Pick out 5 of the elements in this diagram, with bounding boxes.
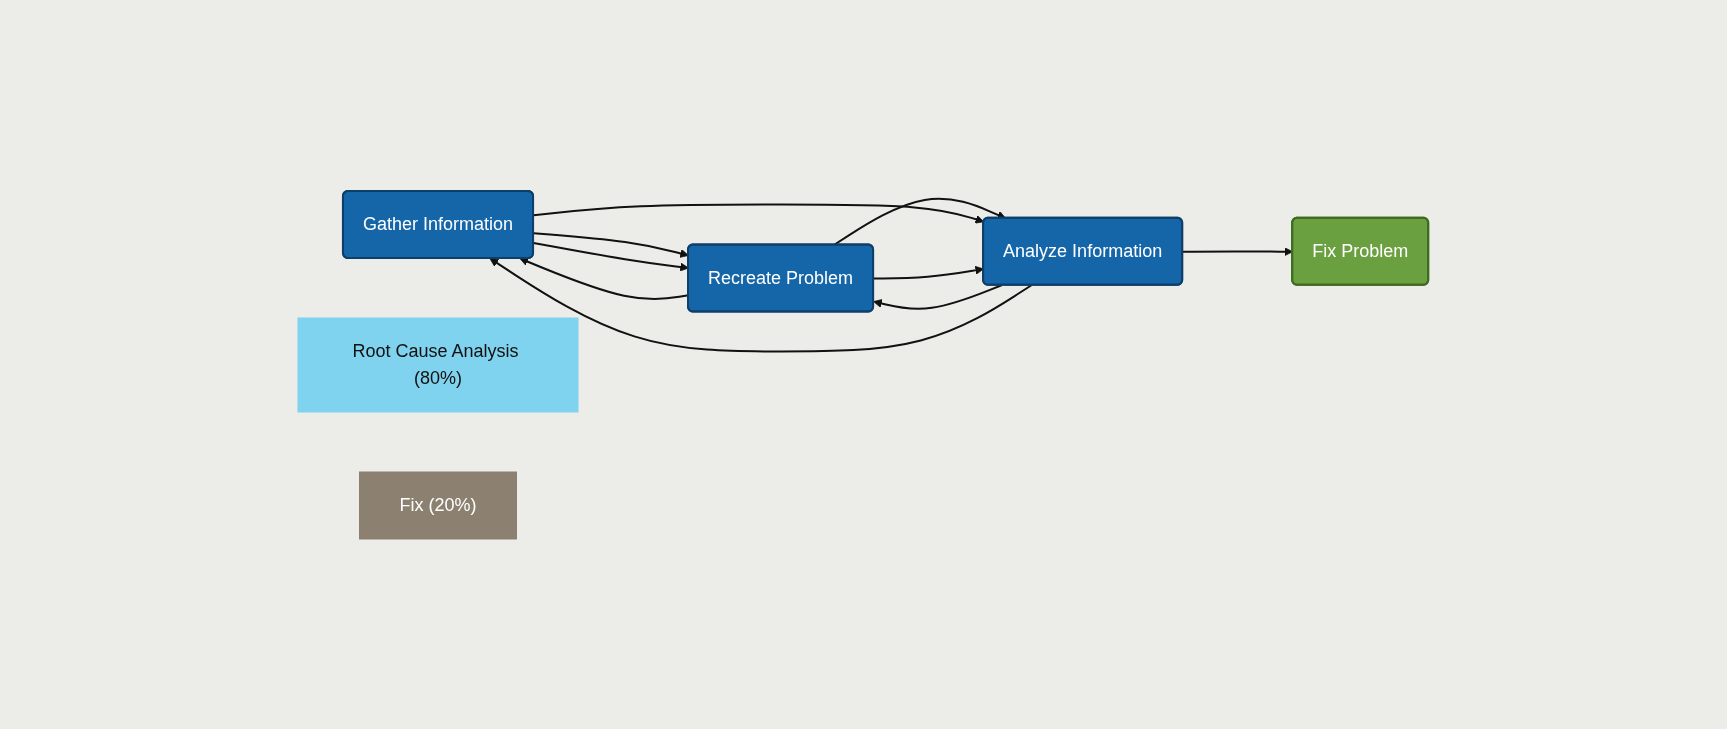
node-box: Fix (20%)	[359, 471, 518, 539]
arrow	[873, 283, 1003, 310]
arrow	[833, 197, 1007, 246]
arrow	[489, 257, 1033, 352]
node-box: Root Cause Analysis (80%)	[297, 317, 579, 412]
